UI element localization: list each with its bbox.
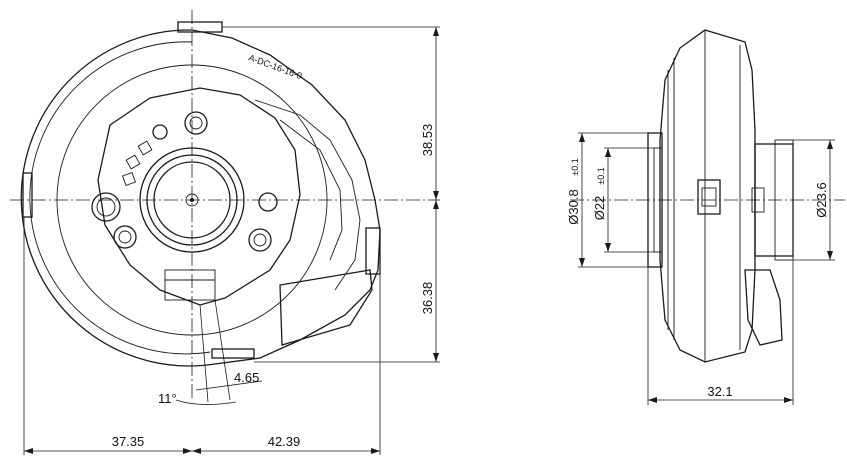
bottom-tab — [211, 348, 255, 359]
dim-label-length: 32.1 — [707, 384, 732, 399]
dim-label-hub-dia: Ø23.6 — [814, 182, 829, 217]
dim-label-inner-dia: Ø22 — [592, 196, 607, 221]
dim-label-top: 38.53 — [420, 124, 435, 157]
side-view: Ø30.8 ±0.1 Ø22 ±0.1 Ø23.6 32.1 — [566, 29, 845, 405]
volute-inner-wall — [279, 119, 343, 261]
chip-3 — [122, 172, 136, 186]
right-tab — [365, 227, 381, 275]
housing-inner-ring — [29, 41, 211, 355]
arrow-outer-bottom — [579, 258, 585, 267]
screw-top — [184, 111, 208, 135]
dim-label-inner-tol: ±0.1 — [596, 167, 606, 184]
shaft-center — [190, 198, 194, 202]
right-hub-face — [774, 139, 794, 261]
screw-left — [113, 225, 137, 249]
arrow-mid-down — [433, 200, 439, 209]
side-connector-inner — [701, 187, 717, 207]
right-hub-shaft — [751, 187, 765, 213]
screw-right — [248, 228, 272, 252]
dim-label-outlet: 4.65 — [234, 370, 259, 385]
arrow-mid-up — [433, 191, 439, 200]
hub-mid — [146, 154, 238, 246]
connector-block — [164, 269, 216, 301]
outlet-nozzle — [279, 269, 373, 346]
part-marking: A-DC-16-16-0 — [247, 52, 303, 81]
dim-label-outer-tol: ±0.1 — [570, 158, 580, 175]
arrow-center-right — [192, 448, 201, 454]
pcb-plate — [97, 87, 301, 306]
volute-wall — [254, 99, 361, 291]
arrow-inner-bottom — [605, 243, 611, 252]
chip-1 — [137, 140, 153, 156]
arrow-bottom — [433, 353, 439, 362]
hub-inner — [153, 161, 231, 239]
side-connector — [697, 179, 721, 215]
side-outlet — [744, 269, 783, 346]
dim-label-right: 42.39 — [268, 434, 301, 449]
dim-label-bottom: 36.38 — [420, 282, 435, 315]
arrow-top — [433, 27, 439, 36]
shaft-ring — [185, 193, 199, 207]
arrow-hub-bottom — [827, 251, 833, 260]
dim-outlet-ext-1 — [199, 304, 209, 403]
dim-label-outer-dia: Ø30.8 — [566, 189, 581, 224]
component-small — [258, 192, 278, 212]
capacitor — [91, 192, 121, 222]
arrow-length-right — [784, 397, 793, 403]
left-flange-inner — [653, 147, 663, 253]
arrow-left — [24, 448, 33, 454]
left-tab — [22, 172, 33, 218]
housing-inner-circle — [56, 64, 328, 336]
chip-2 — [125, 154, 141, 170]
hub-outer — [139, 147, 245, 253]
front-view: A-DC-16-16-0 38.53 36.38 37.35 42.39 4.6… — [10, 10, 440, 455]
arrow-inner-top — [605, 148, 611, 157]
dim-outlet-ext-2 — [214, 299, 231, 401]
dim-label-angle: 11° — [158, 391, 177, 406]
dim-outlet-line — [195, 380, 263, 391]
arrow-outer-top — [579, 133, 585, 142]
arrow-hub-top — [827, 140, 833, 149]
component-dot — [152, 124, 168, 140]
arrow-center-left — [183, 448, 192, 454]
dim-label-left: 37.35 — [112, 434, 145, 449]
angle-arc — [175, 399, 237, 405]
housing-outer-outline — [20, 29, 381, 367]
arrow-length-left — [648, 397, 657, 403]
arrow-right — [371, 448, 380, 454]
